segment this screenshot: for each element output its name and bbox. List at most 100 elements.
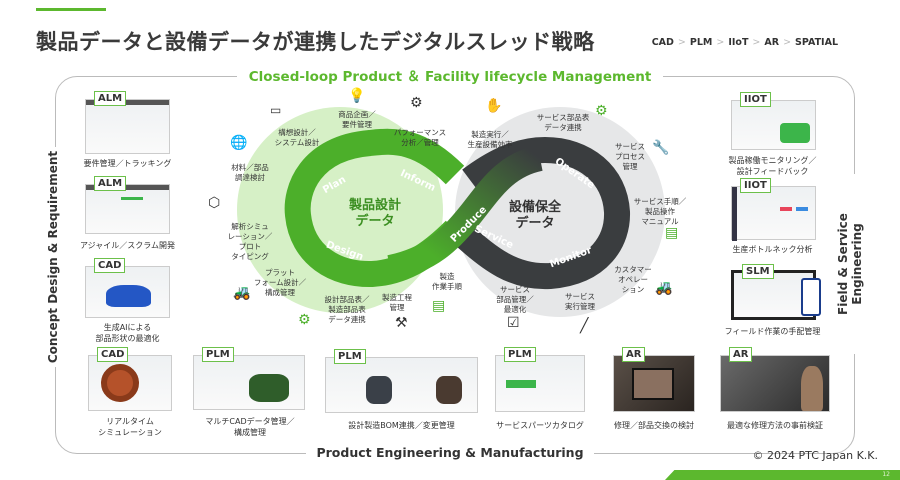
annotation: 商品企画／要件管理 xyxy=(317,110,397,130)
product-data-label: 製品設計データ xyxy=(335,198,415,230)
annotation-line: 作業手順 xyxy=(432,282,462,291)
annotation: 設計部品表／製造部品表データ連携 xyxy=(307,295,387,325)
annotation: 製造実行／生産設備効率 xyxy=(450,130,530,150)
annotation-line: プラット xyxy=(265,268,295,277)
hand-coin-icon: ✋ xyxy=(485,98,503,114)
annotation-line: レーション／ xyxy=(227,232,273,241)
label-line: データ xyxy=(355,214,395,229)
slm-thumbnail: SLM xyxy=(731,264,821,320)
facility-data-label: 設備保全データ xyxy=(495,200,575,232)
annotation: 解析シミュレーション／プロトタイピング xyxy=(210,222,290,262)
annotation-line: 管理 xyxy=(389,303,405,312)
annotation-line: 実行管理 xyxy=(565,302,595,311)
annotation-line: サービス手順／ xyxy=(633,197,687,206)
annotation-line: 部品管理／ xyxy=(496,295,534,304)
tag: ALM xyxy=(94,176,127,191)
annotation: 構想設計／システム設計 xyxy=(257,128,337,148)
annotation: パフォーマンス分析／管理 xyxy=(380,128,460,148)
annotation-line: マニュアル xyxy=(641,217,679,226)
crumb-iiot: IIoT xyxy=(728,37,749,48)
plm-parts-catalog-thumbnail: PLM xyxy=(495,347,585,412)
robot-arm-icon: ⚒ xyxy=(395,315,408,331)
caption: サービスパーツカタログ xyxy=(496,421,584,430)
annotation: 材料／部品調達検討 xyxy=(210,163,290,183)
caption: 最適な修理方法の事前検証 xyxy=(727,421,823,430)
annotation: カスタマーオペレーション xyxy=(593,265,673,295)
tag: AR xyxy=(622,347,646,362)
calendar-check-icon: ☑ xyxy=(507,315,520,331)
annotation-line: 調達検討 xyxy=(235,173,265,182)
top-label-text: Closed-loop Product ＆ Facility lifecycle… xyxy=(236,69,664,85)
tag: CAD xyxy=(97,347,129,362)
caption: アジャイル／スクラム開発 xyxy=(79,241,176,250)
caption: 生成AIによる部品形状の最適化 xyxy=(65,322,190,344)
annotation-line: データ連携 xyxy=(544,123,582,132)
annotation-line: プロセス xyxy=(615,152,645,161)
iiot-bottleneck-thumbnail: IIOT xyxy=(731,178,816,241)
tag: PLM xyxy=(334,349,366,364)
annotation: サービスプロセス管理 xyxy=(590,142,670,172)
annotation: サービス手順／製品操作マニュアル xyxy=(620,197,700,227)
caption-line: 部品形状の最適化 xyxy=(95,334,160,343)
caption: 設計製造BOM連携／変更管理 xyxy=(348,421,455,430)
caption: マルチCADデータ管理／構成管理 xyxy=(185,416,315,438)
lightbulb-icon: 💡 xyxy=(348,88,366,104)
annotation-line: 商品企画／ xyxy=(338,110,376,119)
annotation-line: オペレー xyxy=(618,275,648,284)
tag: CAD xyxy=(94,258,126,273)
annotation-line: パフォーマンス xyxy=(393,128,447,137)
footer-bar xyxy=(665,470,900,480)
annotation-line: 最適化 xyxy=(503,305,527,314)
excavator-icon: 🚜 xyxy=(233,285,251,301)
chevron-right-icon: > xyxy=(752,37,761,48)
produce-band xyxy=(387,145,544,281)
crumb-spatial: SPATIAL xyxy=(795,37,838,48)
annotation-line: 要件管理 xyxy=(342,120,372,129)
caption: 修理／部品交換の検討 xyxy=(614,421,694,430)
iiot-monitoring-thumbnail: IIOT xyxy=(731,92,816,150)
annotation-line: 解析シミュ xyxy=(231,222,269,231)
bottom-label-text: Product Engineering & Manufacturing xyxy=(306,445,594,460)
annotation-line: フォーム設計／ xyxy=(253,278,307,287)
caption: 要件管理／トラッキング xyxy=(83,159,172,168)
ar-verification-thumbnail: AR xyxy=(720,347,830,412)
caption-line: 設計フィードバック xyxy=(736,167,809,176)
ar-repair-thumbnail: AR xyxy=(613,347,695,412)
gears-icon: ⚙ xyxy=(595,103,608,119)
laptop-icon: ▭ xyxy=(270,103,282,117)
alm-requirements-thumbnail: ALM xyxy=(85,91,170,154)
annotation-line: データ連携 xyxy=(328,315,366,324)
documents-icon: ▤ xyxy=(665,225,679,241)
alm-agile-thumbnail: ALM xyxy=(85,176,170,234)
accent-line xyxy=(36,8,106,11)
annotation-line: 設計部品表／ xyxy=(324,295,370,304)
annotation-line: サービス部品表 xyxy=(536,113,590,122)
crumb-cad: CAD xyxy=(651,37,674,48)
plm-bom-thumbnail: PLM xyxy=(325,349,478,413)
tag: SLM xyxy=(742,264,774,279)
copyright: © 2024 PTC Japan K.K. xyxy=(752,449,878,462)
tag: PLM xyxy=(504,347,536,362)
annotation-line: システム設計 xyxy=(274,138,320,147)
annotation-line: サービス xyxy=(500,285,530,294)
excavator-icon: 🚜 xyxy=(655,280,673,296)
annotation-line: 管理 xyxy=(622,162,638,171)
caption-line: マルチCADデータ管理／ xyxy=(205,417,295,426)
cube-laptop-icon: ⬡ xyxy=(208,195,221,211)
crumb-ar: AR xyxy=(764,37,780,48)
chevron-right-icon: > xyxy=(783,37,792,48)
tag: AR xyxy=(729,347,753,362)
caption: 製品稼働モニタリング／設計フィードバック xyxy=(710,155,835,177)
annotation: サービス部品管理／最適化 xyxy=(475,285,555,315)
annotation: サービス実行管理 xyxy=(540,292,620,312)
frame-top-label: Closed-loop Product ＆ Facility lifecycle… xyxy=(0,65,900,85)
annotation-line: 構成管理 xyxy=(265,288,295,297)
annotation-line: サービス xyxy=(615,142,645,151)
frame-bottom-label: Product Engineering & Manufacturing xyxy=(0,445,900,460)
annotation-line: 製造実行／ xyxy=(471,130,509,139)
globe-icon: 🌐 xyxy=(230,135,248,151)
cad-simulation-thumbnail: CAD xyxy=(88,347,172,411)
cad-generative-thumbnail: CAD xyxy=(85,258,170,318)
gears-icon: ⚙ xyxy=(298,312,311,328)
